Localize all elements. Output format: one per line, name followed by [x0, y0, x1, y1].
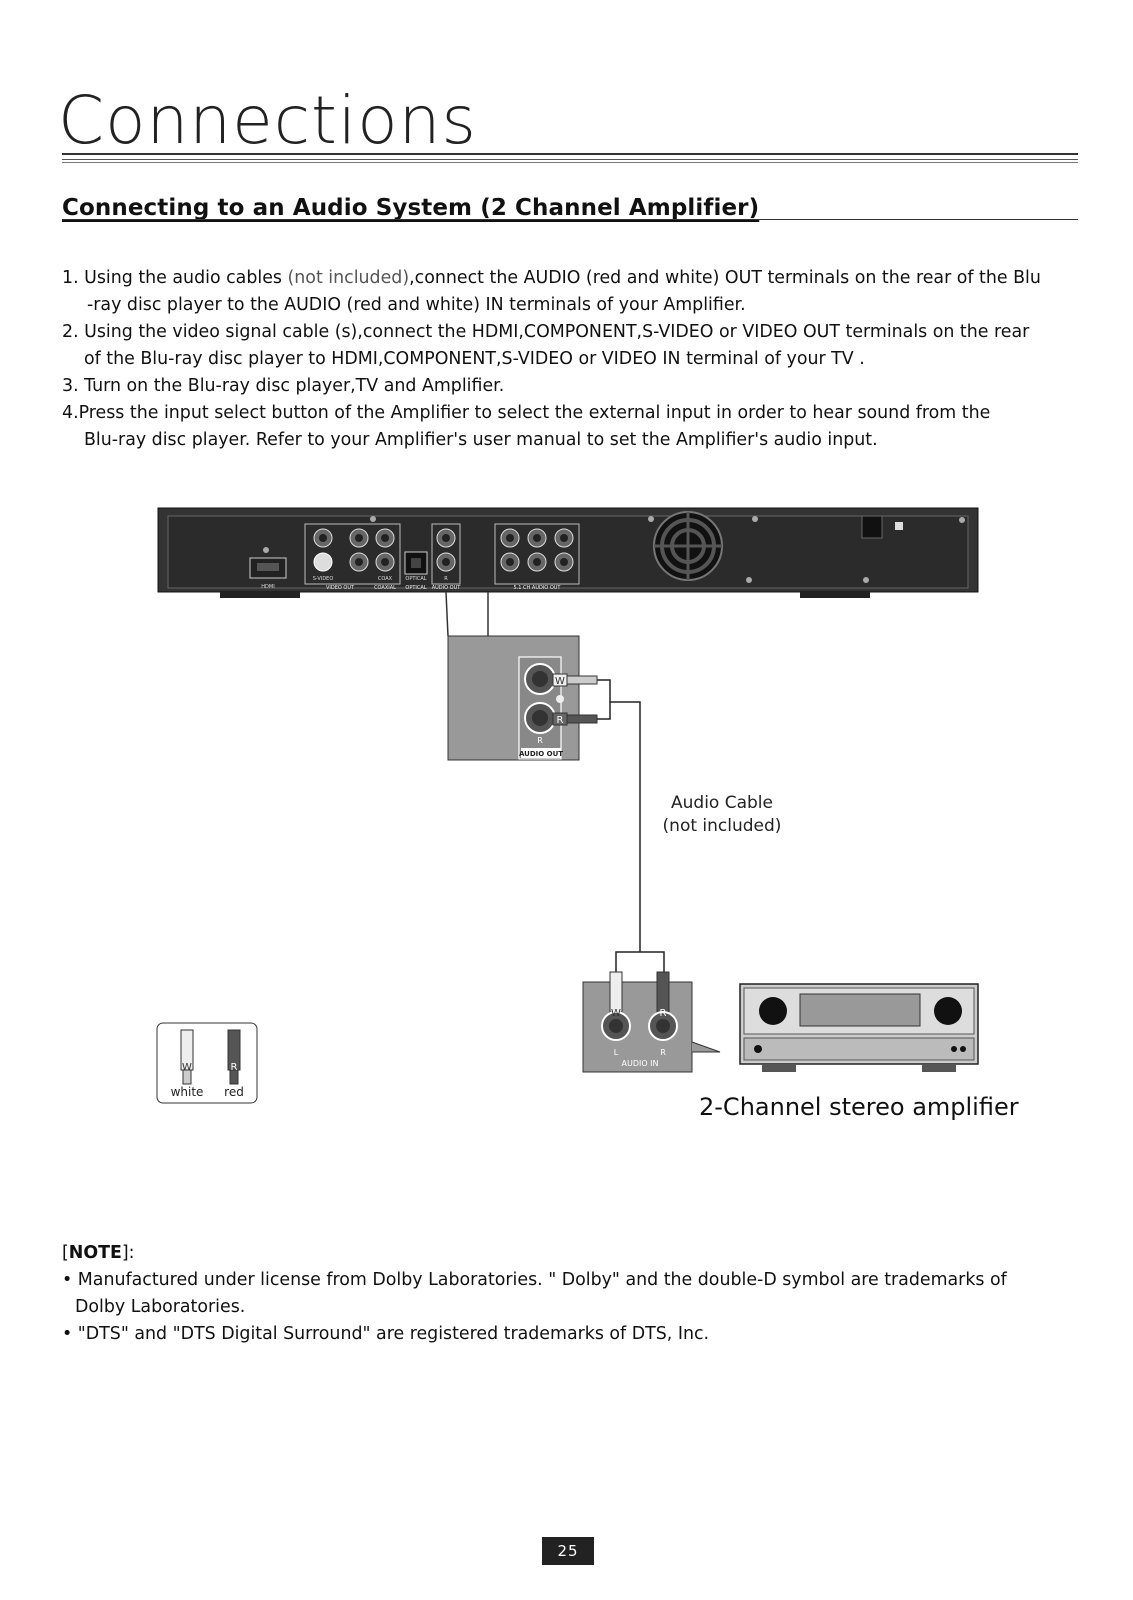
note-bullet-1-line-2: Dolby Laboratories.	[75, 1297, 246, 1317]
page-title: Connections	[58, 82, 477, 159]
plug-legend: W R white red	[156, 1022, 258, 1104]
amp-audio-in-label: AUDIO IN	[621, 1059, 658, 1068]
note-close-bracket: ]:	[121, 1243, 135, 1263]
amp-l-label: L	[614, 1048, 619, 1057]
page-number: 25	[542, 1537, 594, 1565]
section-rule	[62, 219, 1078, 220]
ch-audio-out-label: 5.1 CH AUDIO OUT	[514, 585, 562, 591]
fan-icon	[653, 511, 723, 581]
s-video-port-icon	[313, 552, 333, 572]
steps-list: 1. Using the audio cables (not included)…	[62, 265, 1082, 454]
legend-white-label: white	[171, 1085, 204, 1099]
step-1-text-a: 1. Using the audio cables	[62, 268, 288, 288]
legend-red-label: red	[224, 1085, 244, 1099]
amplifier-caption: 2-Channel stereo amplifier	[699, 1093, 1019, 1121]
step-4-line-2: Blu-ray disc player. Refer to your Ampli…	[84, 430, 878, 450]
audio-r-small-label: R	[444, 576, 448, 582]
audio-in-zoom: W R L R AUDIO IN	[582, 971, 693, 1073]
zoom-r-marker: R	[557, 715, 564, 726]
legend-w-marker: W	[182, 1062, 192, 1073]
step-4-line-1: 4.Press the input select button of the A…	[62, 403, 991, 423]
player-rear-panel: HDMI S-VIDEO COAX VIDEO OUT COAXIAL OPTI…	[157, 507, 979, 598]
optical-small-label: OPTICAL	[405, 576, 426, 582]
hdmi-label: HDMI	[261, 584, 274, 590]
note-heading: [NOTE]:	[62, 1240, 1082, 1267]
note-bullet-2-line-1: • "DTS" and "DTS Digital Surround" are r…	[62, 1324, 710, 1344]
video-out-label: VIDEO OUT	[326, 585, 355, 591]
title-rule-thin	[62, 159, 1078, 160]
coaxial-label: COAXIAL	[374, 585, 396, 591]
zoom-r-label: R	[537, 736, 543, 745]
audio-cable	[597, 679, 665, 980]
step-1-text-c: ,connect the AUDIO (red and white) OUT t…	[409, 268, 1041, 288]
title-rule-thin-2	[62, 162, 1078, 163]
audio-out-label: AUDIO OUT	[432, 585, 462, 591]
note-open-bracket: [	[62, 1243, 69, 1263]
section-title: Connecting to an Audio System (2 Channel…	[62, 195, 760, 221]
audio-out-zoom: W R R AUDIO OUT	[447, 635, 598, 761]
zoom-w-marker: W	[555, 676, 565, 687]
step-1-line-1: 1. Using the audio cables (not included)…	[62, 265, 1082, 292]
step-2-line-2: of the Blu-ray disc player to HDMI,COMPO…	[84, 349, 865, 369]
title-rule-thick	[62, 153, 1078, 155]
step-1-line-2: -ray disc player to the AUDIO (red and w…	[87, 295, 746, 315]
note-label: NOTE	[68, 1243, 122, 1263]
power-socket-icon	[861, 515, 883, 539]
note-section: [NOTE]: • Manufactured under license fro…	[62, 1240, 1082, 1348]
zoom-audio-out-label: AUDIO OUT	[519, 750, 563, 758]
amplifier-icon	[739, 983, 979, 1072]
step-1-text-b: (not included)	[287, 268, 410, 288]
step-3-line-1: 3. Turn on the Blu-ray disc player,TV an…	[62, 376, 505, 396]
legend-r-marker: R	[231, 1062, 238, 1073]
cable-label-line-1: Audio Cable	[671, 793, 773, 813]
amp-r-label: R	[660, 1048, 666, 1057]
connection-diagram: HDMI S-VIDEO COAX VIDEO OUT COAXIAL OPTI…	[156, 507, 1019, 1121]
amp-r-marker: R	[660, 1008, 667, 1019]
s-video-label: S-VIDEO	[313, 576, 334, 582]
optical-label: OPTICAL	[405, 585, 426, 591]
step-2-line-1: 2. Using the video signal cable (s),conn…	[62, 322, 1030, 342]
cable-label-line-2: (not included)	[663, 816, 782, 836]
amp-w-marker: W	[611, 1008, 621, 1019]
coax-label: COAX	[378, 576, 393, 582]
note-bullet-1-line-1: • Manufactured under license from Dolby …	[62, 1270, 1007, 1290]
